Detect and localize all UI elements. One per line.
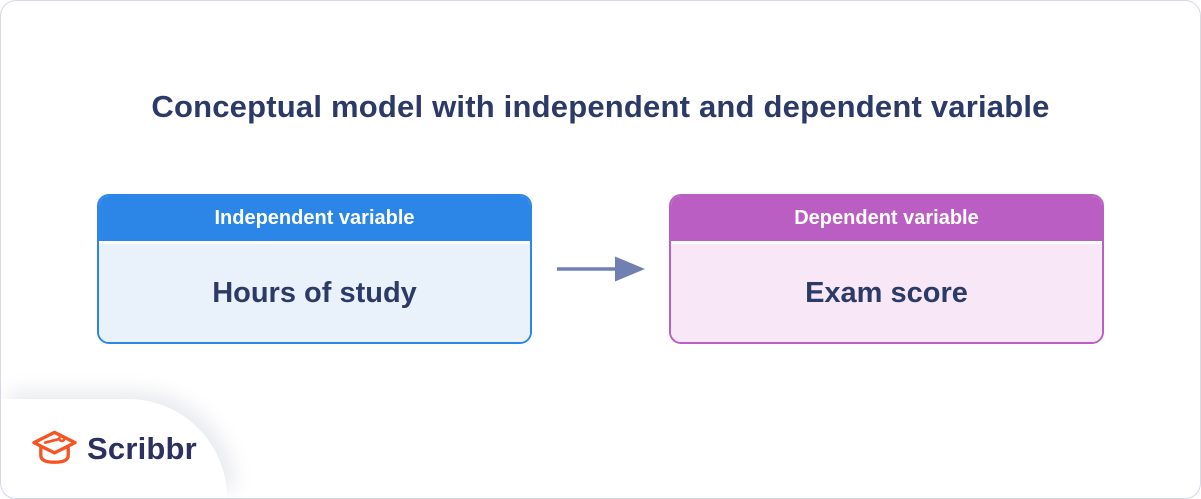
independent-variable-value: Hours of study bbox=[99, 244, 530, 342]
arrow-head bbox=[614, 256, 645, 282]
diagram-row: Independent variable Hours of study Depe… bbox=[97, 194, 1104, 344]
page-title: Conceptual model with independent and de… bbox=[151, 89, 1050, 124]
logo-wordmark: Scribbr bbox=[87, 430, 197, 466]
dependent-variable-box: Dependent variable Exam score bbox=[669, 194, 1104, 344]
cap-tassel-loop bbox=[58, 434, 66, 442]
right-arrow-icon bbox=[556, 256, 645, 282]
arrow-container bbox=[532, 253, 669, 285]
dependent-variable-value: Exam score bbox=[671, 244, 1102, 342]
cap-base bbox=[39, 445, 70, 464]
cap-board bbox=[32, 430, 77, 455]
dependent-variable-header: Dependent variable bbox=[671, 196, 1102, 244]
cap-pencil bbox=[43, 437, 60, 444]
logo-tab: Scribbr bbox=[1, 399, 227, 498]
independent-variable-box: Independent variable Hours of study bbox=[97, 194, 532, 344]
graduation-cap-icon bbox=[32, 430, 77, 464]
independent-variable-header: Independent variable bbox=[99, 196, 530, 244]
